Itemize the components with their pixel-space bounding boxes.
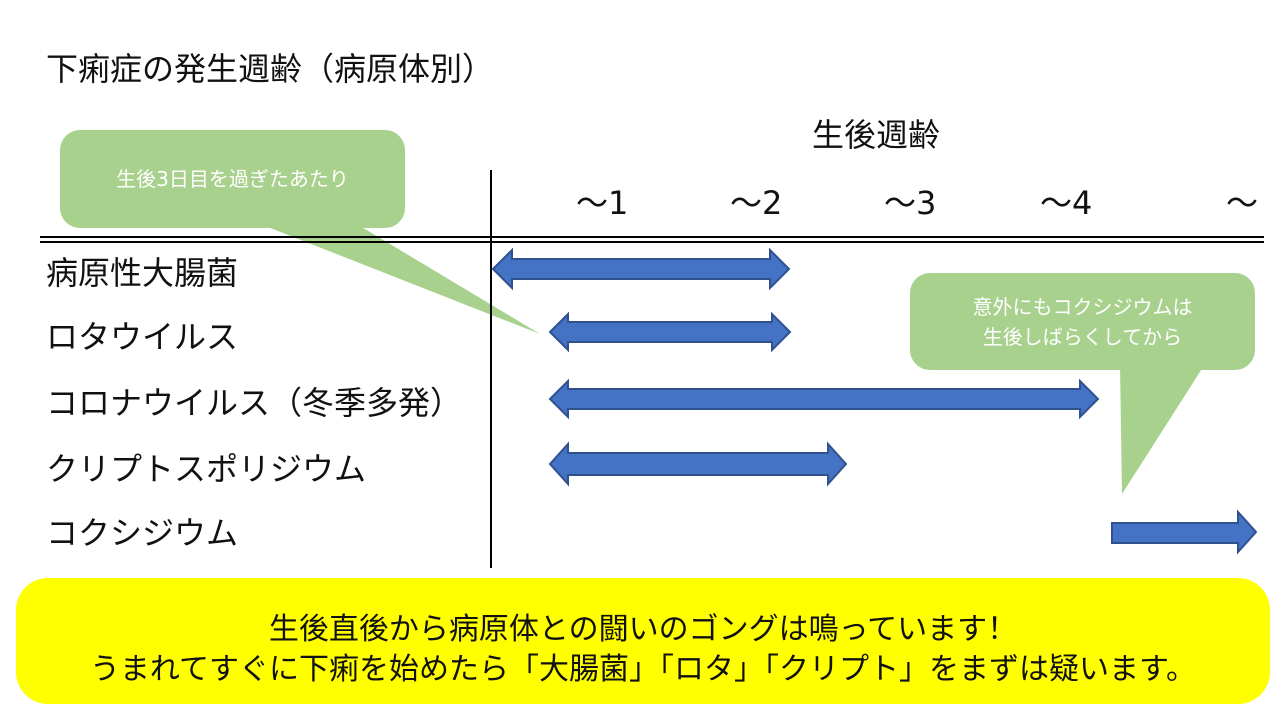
arrow-coronavirus: [548, 378, 1100, 420]
summary-line-1: 生後直後から病原体との闘いのゴングは鳴っています！: [268, 612, 1018, 647]
summary-line-2: うまれてすぐに下痢を始めたら「大腸菌」「ロタ」「クリプト」をまずは疑います。: [89, 652, 1197, 687]
page-title: 下痢症の発生週齢（病原体別）: [46, 50, 495, 88]
callout-right-bubble: [910, 273, 1255, 494]
tick-week-3: ～3: [884, 184, 937, 222]
arrow-rotavirus: [548, 311, 792, 353]
row-label-coronavirus: コロナウイルス（冬季多発）: [46, 384, 463, 422]
tick-week-2: ～2: [730, 184, 783, 222]
header-divider-top: [40, 236, 1264, 238]
tick-week-more: ～: [1226, 184, 1259, 222]
row-label-cryptosporidium: クリプトスポリジウム: [46, 450, 367, 488]
tick-week-1: ～1: [576, 184, 629, 222]
arrow-cryptosporidium: [548, 441, 848, 487]
row-label-ecoli: 病原性大腸菌: [46, 254, 239, 292]
callout-right-line2: 生後しばらくしてから: [982, 325, 1183, 349]
tick-week-4: ～4: [1040, 184, 1093, 222]
callout-right-line1: 意外にもコクシジウムは: [972, 295, 1193, 319]
callout-left-bubble: [60, 130, 540, 334]
arrow-ecoli: [491, 247, 791, 291]
row-label-rotavirus: ロタウイルス: [46, 318, 239, 356]
vertical-divider: [490, 170, 492, 568]
summary-box: [16, 578, 1270, 704]
header-divider-bottom: [40, 241, 1264, 243]
callout-left-text: 生後3日目を過ぎたあたり: [116, 167, 349, 191]
arrow-coccidium: [1111, 509, 1258, 555]
axis-title: 生後週齢: [812, 116, 941, 154]
row-label-coccidium: コクシジウム: [46, 514, 239, 552]
